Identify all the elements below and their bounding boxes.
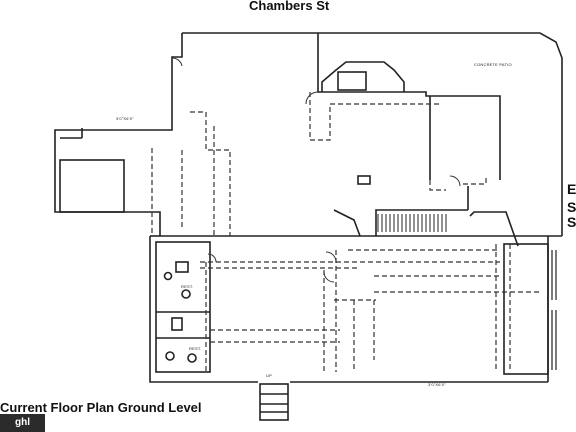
bay-window [321, 61, 405, 92]
street-label-side-1: E [567, 181, 576, 197]
restroom-label-2: REST. [189, 346, 202, 351]
patio-label: CONCRETE PATIO [474, 62, 512, 67]
restroom-label-1: REST. [181, 284, 194, 289]
door-label-bottom: 3'0"X6'0" [428, 382, 446, 387]
stair-label: UP [266, 373, 272, 378]
exterior-wall-bottom [149, 236, 258, 383]
street-label-side-3: S [567, 214, 576, 230]
dashed-wall [190, 111, 231, 236]
upper-room-wall [317, 33, 501, 180]
entry-steps [259, 383, 289, 421]
plan-title: Current Floor Plan Ground Level [0, 400, 202, 415]
door-label-top: 3'0"X6'0" [116, 116, 134, 121]
street-label-top: Chambers St [249, 0, 330, 13]
exterior-wall-top [182, 32, 563, 236]
street-label-side-2: S [567, 199, 576, 215]
stair-wall [333, 209, 361, 237]
door-swing [171, 57, 183, 67]
watermark-badge: ghl [0, 414, 45, 432]
left-annex-room [59, 159, 125, 213]
restroom-block [155, 241, 211, 373]
right-room [503, 243, 549, 375]
exterior-wall [54, 33, 183, 236]
